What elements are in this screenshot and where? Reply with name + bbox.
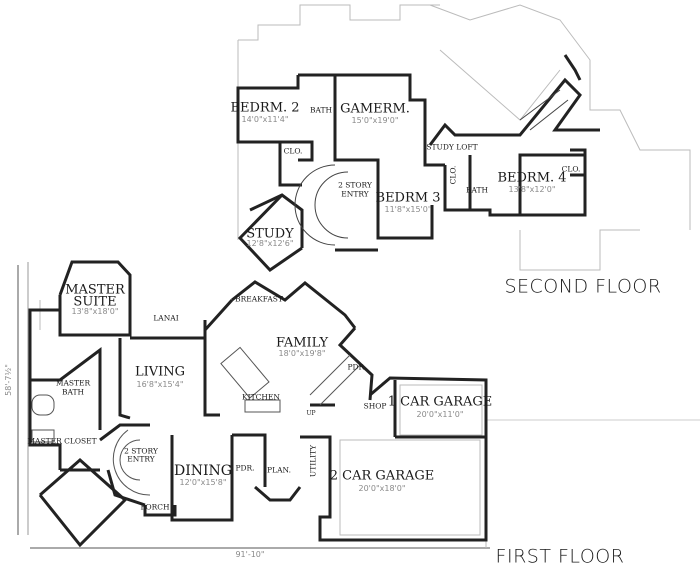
room-label-closet: CLO.	[561, 164, 581, 174]
room-label-bedrm4: BEDRM. 4	[497, 170, 567, 186]
stair-up-label: UP	[306, 410, 316, 417]
room-label-living: LIVING	[134, 364, 186, 380]
room-size-study: 12'8"x12'6"	[246, 239, 294, 248]
room-label-closet: CLO.	[448, 165, 458, 185]
room-label-master-closet: MASTER CLOSET	[27, 436, 97, 446]
room-label-dining: DINING	[174, 463, 232, 479]
room-size-bedrm3: 11'8"x15'0"	[384, 205, 432, 214]
depth-dimension: 58'-7½"	[4, 364, 13, 396]
second-floor-walls	[236, 54, 600, 272]
room-label-family: FAMILY	[275, 335, 329, 351]
first-floor-details	[31, 346, 483, 536]
room-size-gamerm: 15'0"x19'0"	[351, 116, 399, 125]
room-label-2-story-entry-2: ENTRY	[127, 454, 155, 464]
room-label-master-suite: MASTER	[65, 282, 125, 298]
room-label-2-story-entry: 2 STORY	[338, 180, 372, 190]
room-label-shop: SHOP	[363, 401, 387, 411]
room-size-bedrm4: 13'8"x12'0"	[508, 185, 556, 194]
room-size-family: 18'0"x19'8"	[278, 349, 326, 358]
first-floor-title: FIRST FLOOR	[495, 545, 625, 568]
room-label-breakfast: BREAKFAST	[235, 294, 283, 304]
room-label-study-loft: STUDY LOFT	[426, 142, 478, 152]
room-label-bath: BATH	[465, 185, 489, 195]
room-size-master-suite: 13'8"x18'0"	[71, 307, 119, 316]
room-label-2-story-entry: 2 STORY	[124, 446, 158, 456]
room-label-master-bath-2: BATH	[61, 387, 85, 397]
room-label-lanai: LANAI	[153, 313, 179, 323]
room-label-porch: PORCH	[140, 502, 170, 512]
room-label-kitchen: KITCHEN	[242, 392, 280, 402]
room-label-bedrm2: BEDRM. 2	[230, 100, 300, 116]
room-label-2-story-entry-2: ENTRY	[341, 189, 369, 199]
room-label-powder: PDR.	[235, 463, 255, 473]
room-label-closet: CLO.	[283, 146, 303, 156]
room-label-utility: UTILITY	[308, 444, 318, 478]
room-label-powder: PDR.	[347, 362, 367, 372]
room-size-living: 16'8"x15'4"	[136, 380, 184, 389]
room-label-plan: PLAN.	[267, 465, 291, 475]
room-label-study: STUDY	[246, 226, 294, 242]
first-floor-walls	[28, 260, 488, 548]
room-size-1-car-garage: 20'0"x11'0"	[416, 410, 464, 419]
room-size-dining: 12'0"x15'8"	[179, 478, 227, 487]
room-size-bedrm2: 14'0"x11'4"	[241, 115, 289, 124]
room-label-gamerm: GAMERM.	[340, 101, 410, 117]
width-dimension: 91'-10"	[235, 550, 265, 559]
room-label-2-car-garage: 2 CAR GARAGE	[329, 468, 435, 484]
room-label-bath: BATH	[309, 105, 333, 115]
room-label-master-bath: MASTER	[55, 378, 91, 388]
room-label-bedrm3: BEDRM 3	[375, 190, 441, 206]
second-floor-stair	[294, 89, 569, 246]
room-label-master-suite-2: SUITE	[73, 294, 117, 310]
room-label-1-car-garage: 1 CAR GARAGE	[387, 394, 493, 410]
room-size-2-car-garage: 20'0"x18'0"	[358, 484, 406, 493]
second-floor-title: SECOND FLOOR	[504, 275, 662, 298]
